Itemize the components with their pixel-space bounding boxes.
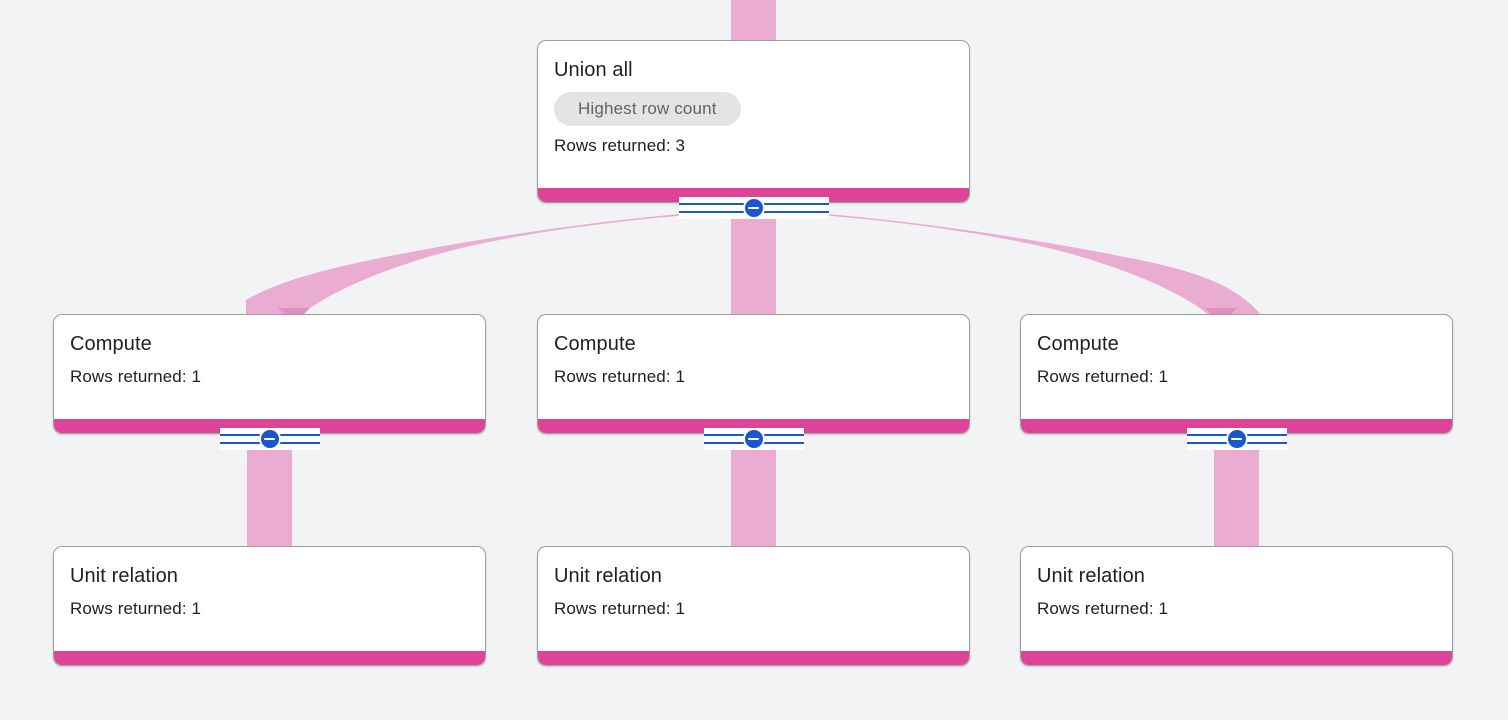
plan-node-title: Unit relation bbox=[1037, 565, 1146, 587]
highest-row-count-badge: Highest row count bbox=[554, 92, 741, 126]
minus-circle-icon[interactable] bbox=[1225, 428, 1248, 450]
collapse-handle-union-all[interactable] bbox=[678, 197, 829, 219]
rows-returned-text: Rows returned: 1 bbox=[1037, 599, 1169, 618]
collapse-handle-compute-right[interactable] bbox=[1186, 428, 1287, 450]
edge-union-all-to-compute-left bbox=[246, 210, 731, 316]
rows-returned-text: Rows returned: 3 bbox=[554, 136, 686, 155]
minus-glyph bbox=[748, 438, 759, 440]
plan-node-accent-bar bbox=[538, 419, 969, 433]
edge-inflow-union-all bbox=[731, 0, 776, 42]
collapse-handle-compute-left[interactable] bbox=[219, 428, 320, 450]
plan-node-title: Compute bbox=[1037, 333, 1119, 355]
minus-glyph bbox=[264, 438, 275, 440]
rows-returned-text: Rows returned: 1 bbox=[70, 367, 202, 386]
plan-node-title: Union all bbox=[554, 59, 633, 81]
plan-node-badge-row: Highest row count bbox=[554, 92, 953, 126]
plan-node-title: Compute bbox=[70, 333, 152, 355]
plan-node-accent-bar bbox=[538, 188, 969, 202]
plan-node-title: Unit relation bbox=[554, 565, 663, 587]
minus-circle-icon[interactable] bbox=[258, 428, 281, 450]
plan-node-title: Unit relation bbox=[70, 565, 179, 587]
plan-node-title: Compute bbox=[554, 333, 636, 355]
plan-node-accent-bar bbox=[54, 419, 485, 433]
rows-returned-text: Rows returned: 1 bbox=[554, 599, 686, 618]
rows-returned-text: Rows returned: 1 bbox=[1037, 367, 1169, 386]
minus-glyph bbox=[748, 207, 759, 209]
rows-returned-text: Rows returned: 1 bbox=[70, 599, 202, 618]
edge-union-all-to-compute-right bbox=[776, 210, 1262, 316]
minus-circle-icon[interactable] bbox=[742, 197, 765, 219]
edge-compute-left-to-unit-relation-left bbox=[247, 442, 292, 548]
collapse-handle-compute-center[interactable] bbox=[703, 428, 804, 450]
plan-node-accent-bar bbox=[54, 651, 485, 665]
plan-node-accent-bar bbox=[1021, 419, 1452, 433]
minus-circle-icon[interactable] bbox=[742, 428, 765, 450]
edge-compute-center-to-unit-relation-center bbox=[731, 442, 776, 548]
plan-node-accent-bar bbox=[538, 651, 969, 665]
plan-node-accent-bar bbox=[1021, 651, 1452, 665]
edge-union-all-to-compute-center bbox=[731, 210, 776, 316]
minus-glyph bbox=[1231, 438, 1242, 440]
edge-compute-right-to-unit-relation-right bbox=[1214, 442, 1259, 548]
rows-returned-text: Rows returned: 1 bbox=[554, 367, 686, 386]
